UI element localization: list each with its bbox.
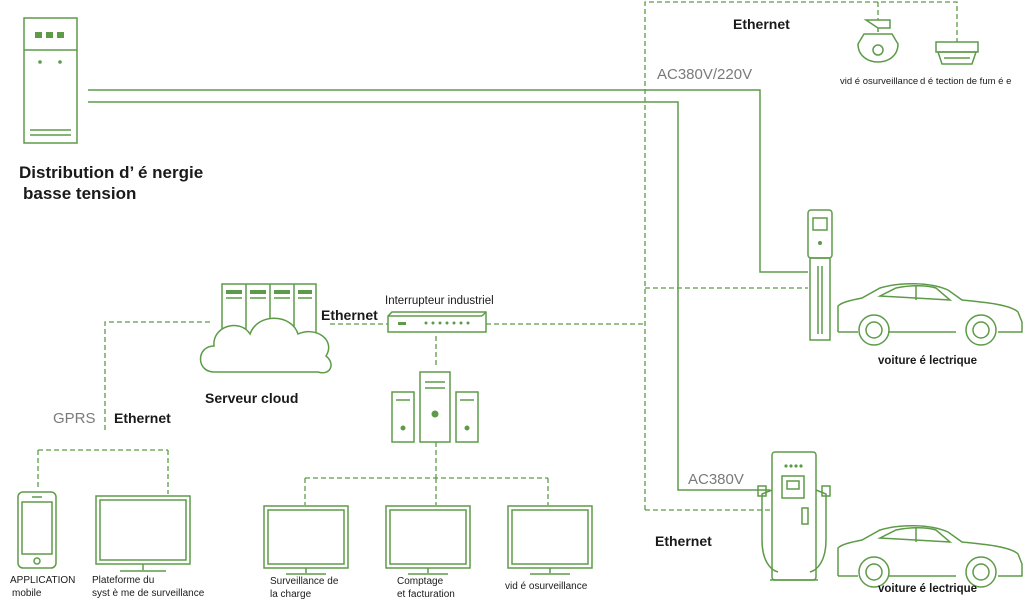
smoke-detection-label: d é tection de fum é e [920, 76, 1012, 87]
smartphone-icon [17, 491, 57, 569]
distribution-label-line1: Distribution d’ é nergie [19, 163, 204, 182]
network-switch-icon [387, 311, 487, 333]
billing-label-line2: et facturation [397, 589, 455, 600]
app-label-line2: mobile [12, 588, 42, 599]
platform-label-line2: syst è me de surveillance [92, 588, 205, 599]
power-lines [88, 89, 808, 491]
ac-line-fastcharger [88, 101, 770, 491]
platform-label-line1: Plateforme du [92, 575, 155, 586]
electric-car-label-2: voiture é lectrique [878, 583, 978, 595]
computer-tower-icon [391, 371, 479, 443]
cloud-icon [199, 317, 332, 374]
ethernet-left-label: Ethernet [114, 410, 171, 426]
ac-top-label: AC380V/220V [657, 66, 753, 83]
ac-line-wallbox [88, 89, 808, 273]
monitor-icon [95, 495, 191, 572]
car-icon [837, 282, 1023, 346]
monitor-icon [385, 505, 471, 575]
billing-label-line1: Comptage [397, 576, 444, 587]
dome-camera-icon [857, 19, 899, 63]
videosurveillance-top-label: vid é osurveillance [840, 76, 919, 87]
app-label-line1: APPLICATION [10, 575, 76, 586]
server-cloud-label: Serveur cloud [205, 390, 299, 406]
ethernet-lines [37, 1, 958, 511]
videosurveillance-bottom-label: vid é osurveillance [505, 581, 588, 592]
electric-car-label-1: voiture é lectrique [878, 355, 978, 367]
ac-bottom-label: AC380V [688, 471, 744, 488]
switch-label: Interrupteur industriel [385, 295, 494, 307]
smoke-detector-icon [935, 41, 979, 65]
charge-label-line1: Surveillance de [270, 576, 339, 587]
ethernet-server-label: Ethernet [321, 307, 378, 323]
distribution-cabinet-icon [23, 17, 78, 144]
monitor-icon [263, 505, 349, 575]
monitor-icon [507, 505, 593, 575]
wallbox-charger-icon [807, 209, 833, 341]
dc-fast-charger-icon [757, 451, 831, 581]
car-icon [837, 524, 1023, 588]
charge-label-line2: la charge [270, 589, 312, 600]
ethernet-bottom-label: Ethernet [655, 533, 712, 549]
distribution-label-line2: basse tension [23, 184, 137, 203]
ethernet-top-label: Ethernet [733, 16, 790, 32]
gprs-label: GPRS [53, 410, 96, 427]
